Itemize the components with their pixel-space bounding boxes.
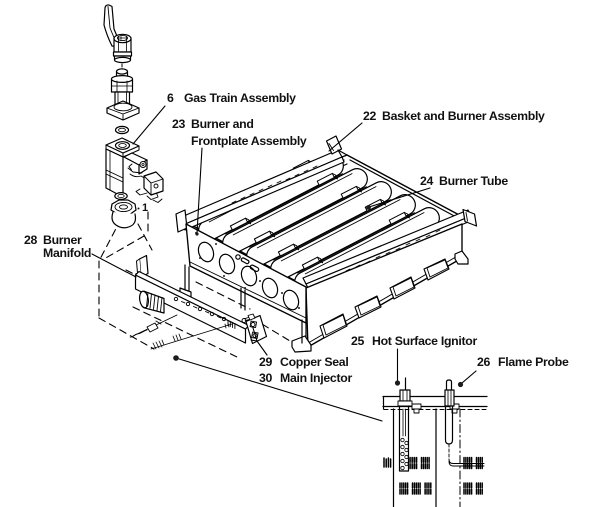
- svg-text:22: 22: [363, 109, 377, 123]
- svg-text:Copper Seal: Copper Seal: [280, 355, 348, 369]
- svg-text:Gas Train Assembly: Gas Train Assembly: [184, 91, 296, 105]
- svg-text:30: 30: [259, 371, 273, 385]
- svg-text:28: 28: [24, 233, 38, 247]
- svg-text:6: 6: [167, 91, 174, 105]
- svg-text:Manifold: Manifold: [43, 246, 91, 260]
- svg-text:25: 25: [351, 334, 365, 348]
- svg-text:24: 24: [420, 174, 434, 188]
- svg-text:29: 29: [259, 355, 273, 369]
- svg-text:Burner and: Burner and: [191, 117, 254, 131]
- svg-text:Flame Probe: Flame Probe: [498, 355, 569, 369]
- svg-text:26: 26: [477, 355, 491, 369]
- svg-text:1: 1: [142, 202, 148, 214]
- svg-text:Basket and Burner Assembly: Basket and Burner Assembly: [382, 109, 545, 123]
- svg-text:Burner: Burner: [43, 233, 82, 247]
- svg-text:Burner Tube: Burner Tube: [439, 174, 508, 188]
- svg-text:23: 23: [172, 117, 186, 131]
- svg-text:Hot Surface Ignitor: Hot Surface Ignitor: [372, 334, 477, 348]
- svg-text:Frontplate Assembly: Frontplate Assembly: [191, 134, 307, 148]
- svg-text:Main Injector: Main Injector: [280, 371, 352, 385]
